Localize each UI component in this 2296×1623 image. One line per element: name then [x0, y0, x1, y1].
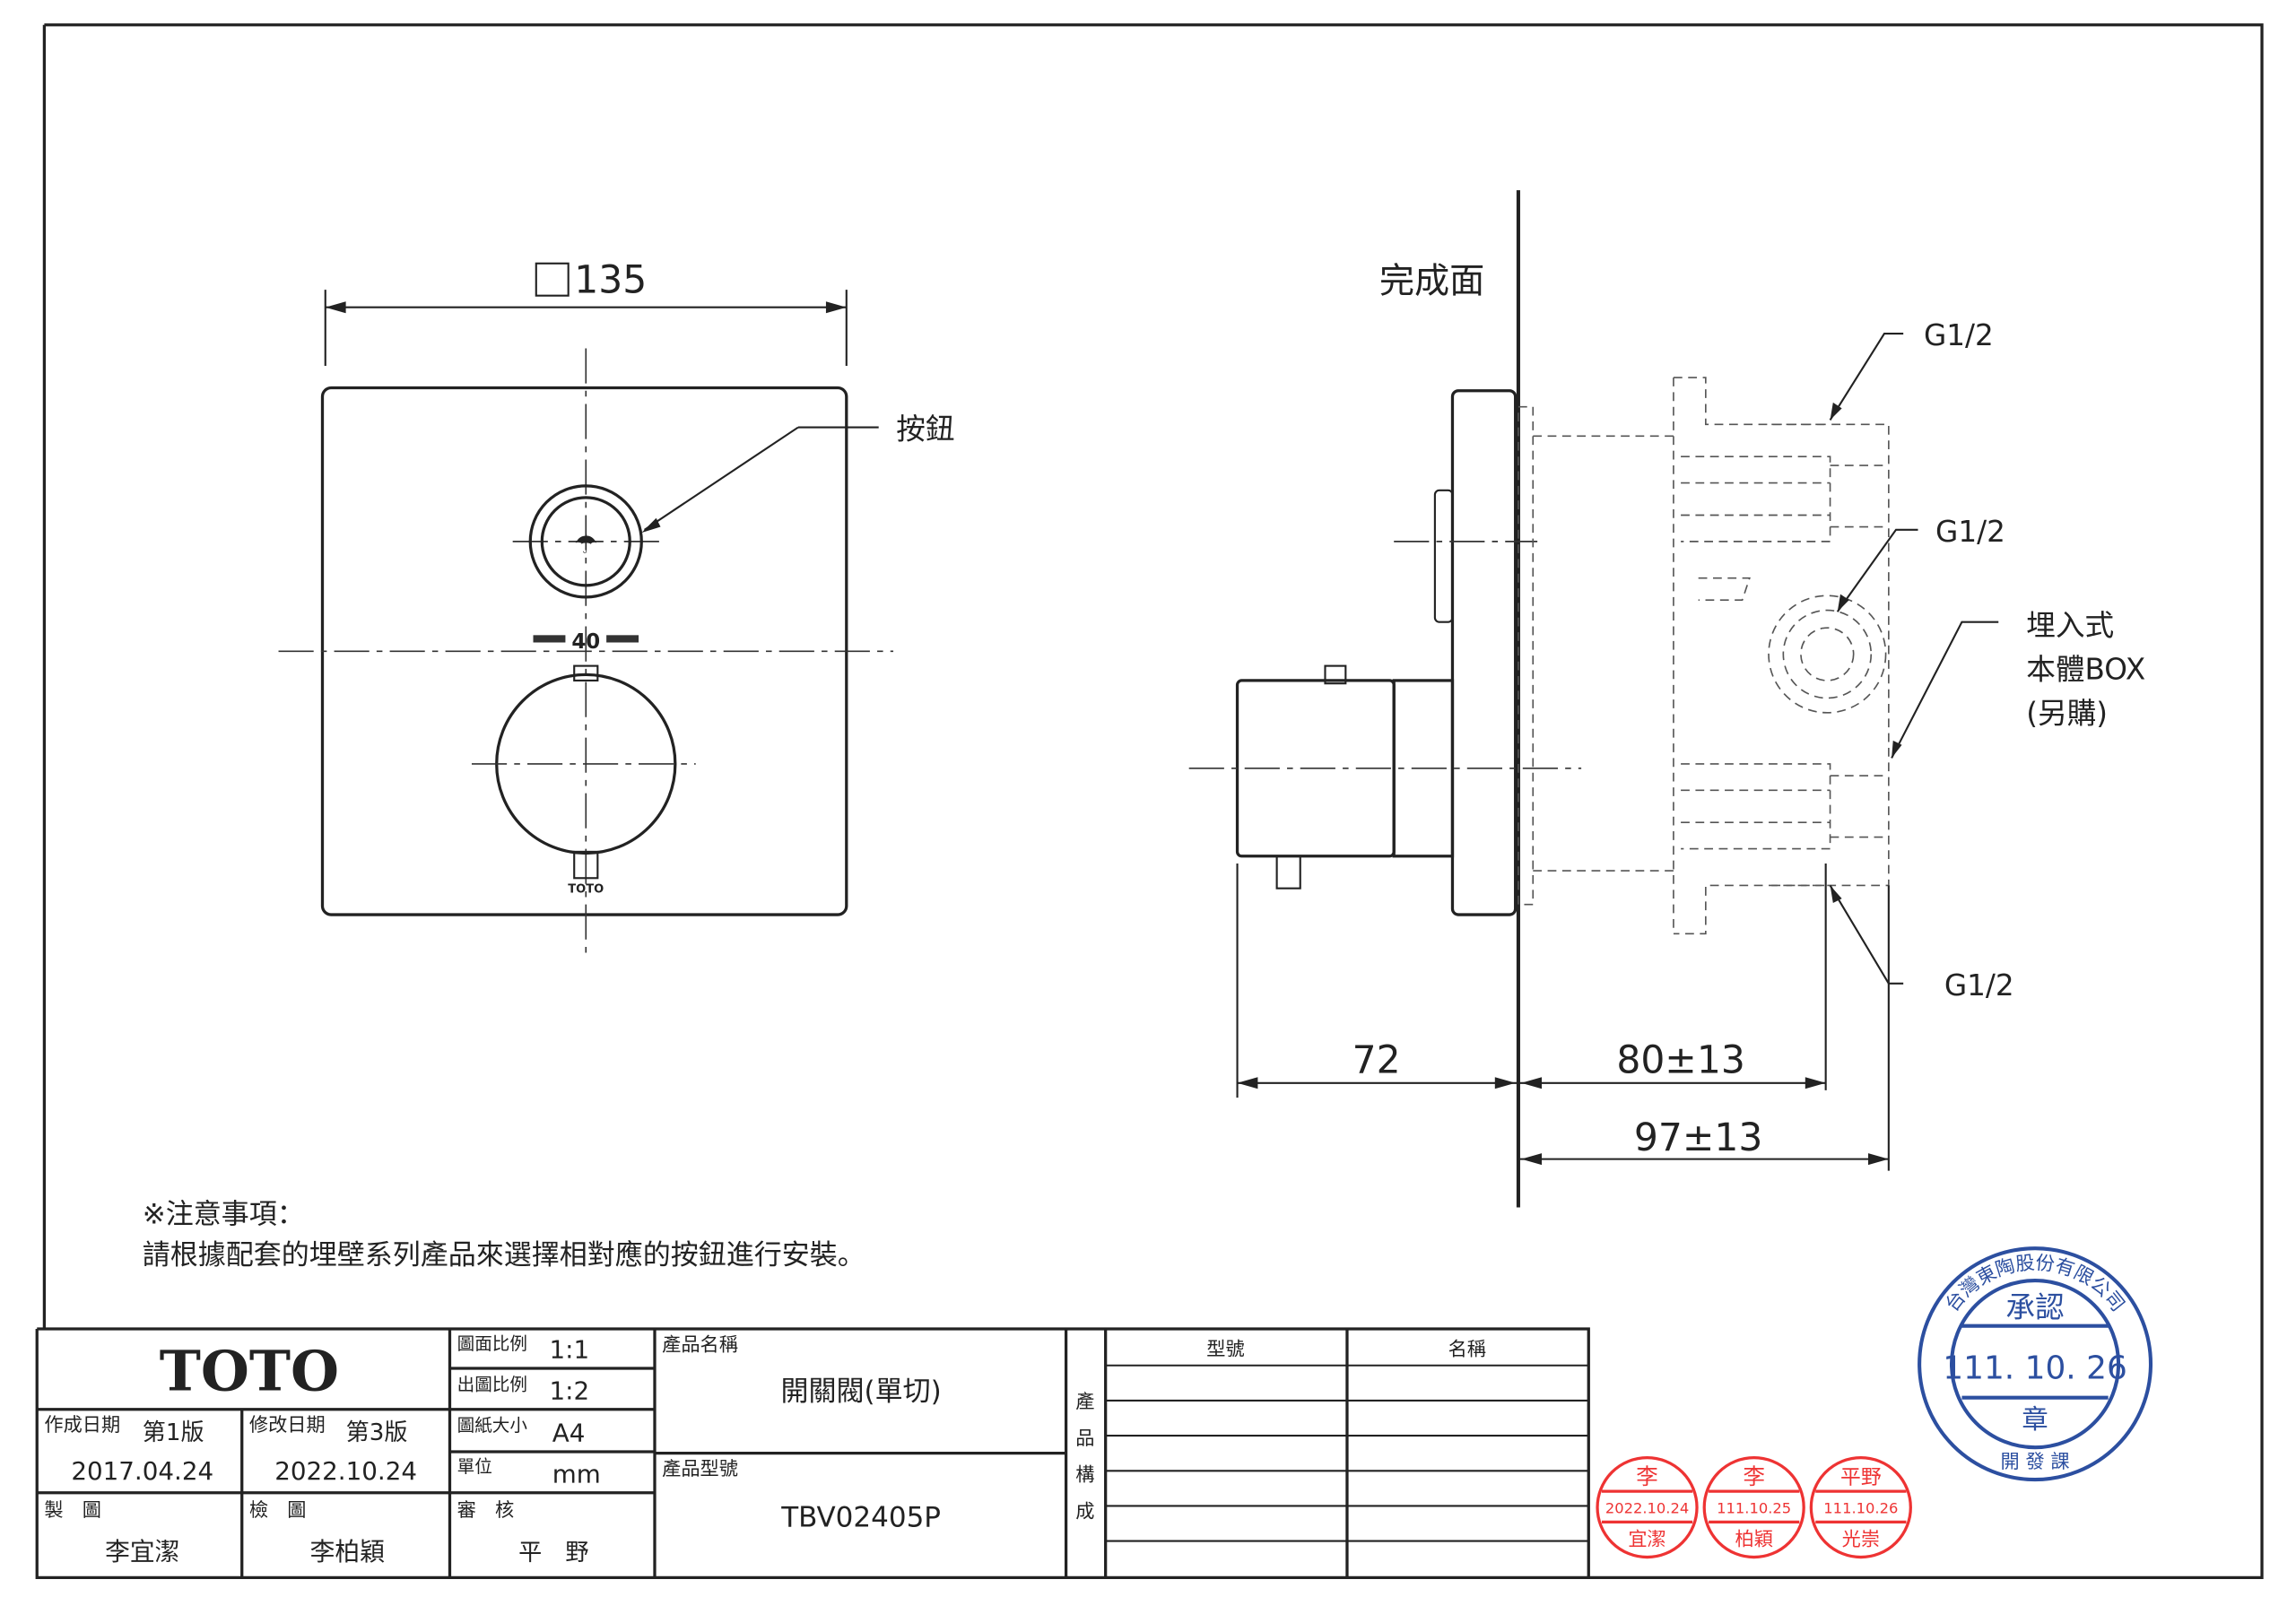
g-thread-middle-label: G1/2: [1935, 515, 2005, 549]
stamp-approved: 平野 111.10.26 光崇: [1809, 1455, 1912, 1559]
stamp-text: 光崇: [1842, 1528, 1880, 1550]
square-symbol-icon: [535, 262, 570, 297]
box-label-line3: (另購): [2026, 696, 2108, 730]
notes-title: ※注意事項：: [143, 1198, 305, 1230]
column-name: 名稱: [1448, 1338, 1486, 1360]
dimension-97: 97±13: [1634, 1116, 1763, 1160]
stamp-date: 111.10.26: [1823, 1500, 1898, 1517]
box-label-line2: 本體BOX: [2026, 652, 2145, 686]
stamp-checked: 李 111.10.25 柏穎: [1702, 1455, 1805, 1559]
stamp-drawn: 李 2022.10.24 宜潔: [1596, 1455, 1699, 1559]
title-block: TOTO 作成日期 第1版 2017.04.24 修改日期 第3版 2022.1…: [37, 1327, 1590, 1578]
approved-by: 平 野: [518, 1540, 588, 1567]
notes-text: 請根據配套的埋壁系列產品來選擇相對應的按鈕進行安裝。: [143, 1239, 865, 1271]
side-view: 完成面 G1/2 G1/2 G1/2 埋入式 本體BOX (另購) 72 80±…: [1188, 190, 2145, 1208]
square-dimension: 135: [574, 258, 647, 302]
checked-by: 李柏穎: [310, 1537, 385, 1567]
modified-version: 第3版: [346, 1419, 408, 1446]
stamp-date: 111. 10. 26: [1943, 1350, 2126, 1386]
composition-label-char: 品: [1075, 1428, 1094, 1450]
finish-surface-label: 完成面: [1379, 261, 1484, 301]
unit-value: mm: [552, 1459, 601, 1488]
column-model: 型號: [1206, 1338, 1244, 1360]
stamp-seal: 章: [2022, 1404, 2048, 1435]
created-date: 2017.04.24: [71, 1456, 213, 1486]
product-name: 開關閥(單切): [781, 1376, 942, 1408]
created-date-label: 作成日期: [44, 1414, 120, 1436]
composition-label-char: 構: [1075, 1464, 1094, 1487]
dimension-72: 72: [1352, 1038, 1401, 1082]
approval-stamp: 台灣東陶股份有限公司 承認 111. 10. 26 章 開 發 課: [1918, 1246, 2153, 1482]
stamp-date: 111.10.25: [1717, 1500, 1791, 1517]
box-label-line1: 埋入式: [2026, 608, 2114, 642]
stamp-date: 2022.10.24: [1605, 1500, 1689, 1517]
stamp-text: 柏穎: [1735, 1528, 1772, 1550]
temperature-mark: 40: [571, 630, 600, 654]
unit-label: 單位: [457, 1456, 492, 1477]
stamp-text: 平野: [1840, 1466, 1882, 1489]
dimension-80: 80±13: [1616, 1038, 1745, 1082]
composition-label-char: 產: [1075, 1391, 1094, 1413]
created-version: 第1版: [143, 1419, 204, 1446]
stamp-text: 李: [1636, 1463, 1657, 1489]
knob-logo: TOTO: [568, 883, 604, 897]
shower-icon: ☂: [574, 529, 597, 560]
scale-label: 圖面比例: [457, 1333, 527, 1354]
front-view: 135 ☂ 按鈕 40 TOTO: [278, 258, 955, 955]
print-scale-value: 1:2: [549, 1376, 589, 1405]
g-thread-bottom-label: G1/2: [1944, 968, 2014, 1002]
approved-label: 審 核: [457, 1499, 515, 1522]
modified-date: 2022.10.24: [274, 1456, 417, 1486]
button: [528, 484, 643, 599]
g-thread-top-label: G1/2: [1924, 318, 1994, 352]
scale-value: 1:1: [549, 1335, 589, 1365]
product-name-label: 產品名稱: [662, 1333, 738, 1356]
drawing-frame: [35, 23, 2264, 1580]
composition-label-char: 成: [1075, 1500, 1094, 1523]
product-model: TBV02405P: [780, 1501, 941, 1533]
stamp-text: 宜潔: [1628, 1528, 1665, 1550]
print-scale-label: 出圖比例: [457, 1374, 527, 1394]
paper-size-value: A4: [552, 1419, 586, 1448]
drawn-label: 製 圖: [44, 1499, 101, 1522]
modified-date-label: 修改日期: [249, 1414, 326, 1436]
stamp-title: 承認: [2005, 1290, 2064, 1324]
product-model-label: 產品型號: [662, 1458, 738, 1480]
stamp-dept: 開 發 課: [2001, 1451, 2070, 1473]
button-label: 按鈕: [896, 412, 954, 447]
checked-label: 檢 圖: [249, 1499, 307, 1522]
drawn-by: 李宜潔: [105, 1537, 179, 1567]
stamp-text: 李: [1743, 1463, 1764, 1489]
paper-size-label: 圖紙大小: [457, 1415, 528, 1436]
toto-logo: TOTO: [160, 1338, 339, 1403]
